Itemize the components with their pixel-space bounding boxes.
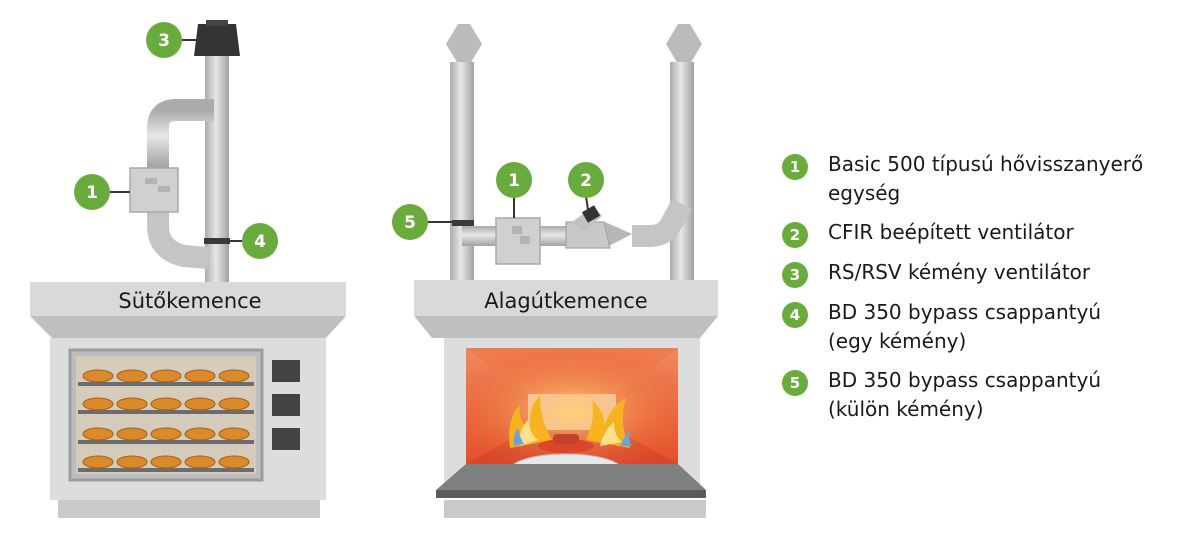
bread-loaf-icon	[184, 369, 216, 383]
oven-shelves	[78, 369, 254, 472]
svg-text:4: 4	[254, 232, 266, 252]
legend-badge: 2	[782, 222, 808, 248]
bread-loaf-icon	[82, 397, 114, 411]
badge-3: 3	[146, 22, 182, 58]
legend-text: BD 350 bypass csappantyú (egy kémény)	[828, 300, 1102, 353]
oven-shelf	[78, 440, 254, 444]
oven-label-baking: Sütőkemence	[118, 289, 261, 313]
bread-loaf-icon	[218, 455, 250, 469]
heat-recovery-unit	[495, 217, 541, 265]
fire-icon	[509, 396, 632, 448]
legend-item-5: 5 BD 350 bypass csappantyú (külön kémény…	[782, 366, 1192, 424]
bread-loaf-icon	[184, 427, 216, 441]
svg-text:2: 2	[580, 171, 592, 191]
horizontal-duct	[462, 226, 502, 246]
bread-loaf-icon	[218, 397, 250, 411]
bread-loaf-icon	[150, 455, 182, 469]
bypass-damper-icon	[452, 220, 474, 226]
inline-fan-icon	[565, 205, 611, 249]
legend-item-2: 2 CFIR beépített ventilátor	[782, 218, 1192, 248]
chimney-pipe	[670, 62, 694, 280]
bread-loaf-icon	[150, 397, 182, 411]
bread-loaf-icon	[116, 427, 148, 441]
oven-control-button	[272, 394, 300, 416]
bread-loaf-icon	[184, 397, 216, 411]
badge-2: 2	[568, 162, 604, 198]
chimney-pipe	[450, 62, 474, 280]
legend-item-1: 1 Basic 500 típusú hővisszanyerő egység	[782, 150, 1192, 208]
bread-loaf-icon	[150, 369, 182, 383]
bread-loaf-icon	[82, 427, 114, 441]
bypass-damper-icon	[204, 238, 230, 244]
legend-text: Basic 500 típusú hővisszanyerő egység	[828, 152, 1144, 205]
bread-loaf-icon	[116, 397, 148, 411]
legend-item-3: 3 RS/RSV kémény ventilátor	[782, 258, 1192, 288]
badge-5: 5	[392, 204, 428, 240]
oven-shelf	[78, 382, 254, 386]
bread-loaf-icon	[184, 455, 216, 469]
badge-1: 1	[74, 174, 110, 210]
heat-recovery-unit	[129, 167, 179, 213]
oven-label-tunnel: Alagútkemence	[484, 289, 647, 313]
legend-text: BD 350 bypass csappantyú (külön kémény)	[828, 368, 1102, 421]
legend-badge: 3	[782, 262, 808, 288]
tunnel-oven: Alagútkemence 1	[392, 24, 718, 518]
svg-text:1: 1	[86, 183, 98, 203]
badge-4: 4	[242, 223, 278, 259]
bread-loaf-icon	[150, 427, 182, 441]
legend-badge: 4	[782, 302, 808, 328]
bread-loaf-icon	[218, 369, 250, 383]
svg-text:3: 3	[158, 31, 170, 51]
oven-control-button	[272, 360, 300, 382]
oven-control-button	[272, 428, 300, 450]
legend: 1 Basic 500 típusú hővisszanyerő egység …	[782, 150, 1192, 434]
conveyor-belt	[436, 464, 706, 490]
bread-loaf-icon	[218, 427, 250, 441]
svg-text:1: 1	[508, 171, 520, 191]
legend-text: CFIR beépített ventilátor	[828, 220, 1074, 244]
legend-badge: 1	[782, 154, 808, 180]
svg-text:5: 5	[404, 213, 416, 233]
bread-loaf-icon	[116, 455, 148, 469]
chimney-cap-icon	[666, 24, 702, 64]
legend-text: RS/RSV kémény ventilátor	[828, 260, 1091, 284]
oven-shelf	[78, 468, 254, 472]
oven-shelf	[78, 410, 254, 414]
badge-1: 1	[496, 162, 532, 198]
legend-item-4: 4 BD 350 bypass csappantyú (egy kémény)	[782, 298, 1192, 356]
bread-loaf-icon	[116, 369, 148, 383]
bread-loaf-icon	[82, 369, 114, 383]
bypass-duct	[147, 99, 214, 168]
baking-oven: Sütőkemence 3 1 4	[30, 20, 346, 518]
chimney-cap-icon	[446, 24, 482, 64]
legend-badge: 5	[782, 370, 808, 396]
chimney-fan-icon	[194, 24, 240, 56]
bread-loaf-icon	[82, 455, 114, 469]
chimney-pipe	[205, 52, 229, 284]
